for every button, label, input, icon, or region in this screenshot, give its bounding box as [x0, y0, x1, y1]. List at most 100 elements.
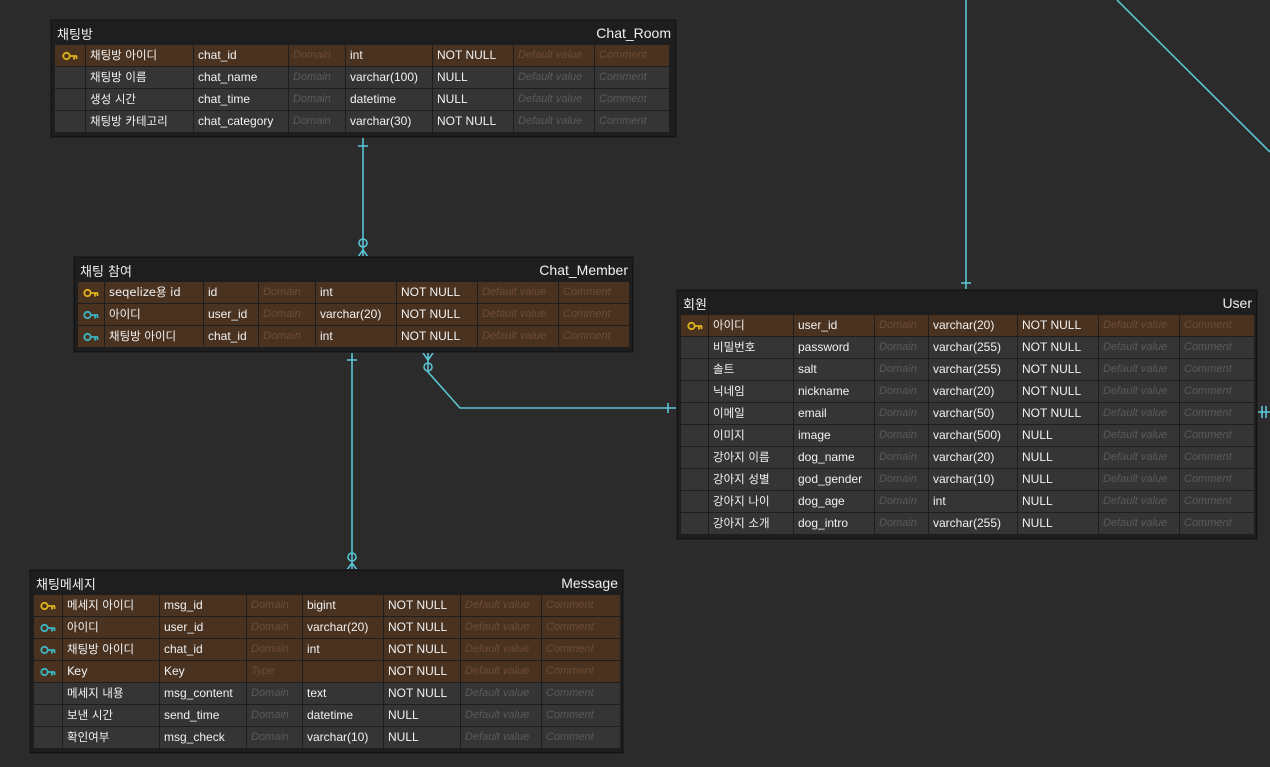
column-comment[interactable]: Comment — [595, 45, 669, 66]
column-physical-name[interactable]: dog_age — [794, 491, 874, 512]
column-domain[interactable]: Domain — [875, 513, 928, 534]
column-physical-name[interactable]: msg_id — [160, 595, 246, 616]
column-physical-name[interactable]: chat_name — [194, 67, 288, 88]
column-default-value[interactable]: Default value — [1099, 425, 1179, 446]
column-logical-name[interactable]: 아이디 — [105, 304, 203, 325]
column-default-value[interactable]: Default value — [1099, 447, 1179, 468]
column-comment[interactable]: Comment — [542, 727, 620, 748]
relation-user-top[interactable] — [961, 0, 971, 290]
column-physical-name[interactable]: dog_name — [794, 447, 874, 468]
column-default-value[interactable]: Default value — [461, 595, 541, 616]
column-comment[interactable]: Comment — [1180, 513, 1254, 534]
column-type[interactable]: varchar(20) — [316, 304, 396, 325]
column-type[interactable]: varchar(20) — [929, 447, 1017, 468]
column-type[interactable]: varchar(10) — [303, 727, 383, 748]
column-logical-name[interactable]: 이미지 — [709, 425, 793, 446]
column-nullability[interactable]: NOT NULL — [1018, 359, 1098, 380]
column-physical-name[interactable]: god_gender — [794, 469, 874, 490]
column-nullability[interactable]: NOT NULL — [433, 45, 513, 66]
column-physical-name[interactable]: password — [794, 337, 874, 358]
column-physical-name[interactable]: id — [204, 282, 258, 303]
column-physical-name[interactable]: email — [794, 403, 874, 424]
column-nullability[interactable]: NOT NULL — [384, 595, 460, 616]
column-domain[interactable]: Domain — [875, 359, 928, 380]
column-nullability[interactable]: NULL — [384, 727, 460, 748]
column-default-value[interactable]: Default value — [461, 639, 541, 660]
column-comment[interactable]: Comment — [1180, 491, 1254, 512]
column-domain[interactable]: Domain — [875, 337, 928, 358]
column-type[interactable]: varchar(255) — [929, 359, 1017, 380]
column-domain[interactable]: Domain — [247, 639, 302, 660]
column-type[interactable]: varchar(255) — [929, 337, 1017, 358]
column-type[interactable]: varchar(20) — [929, 315, 1017, 336]
column-default-value[interactable]: Default value — [1099, 403, 1179, 424]
column-physical-name[interactable]: user_id — [204, 304, 258, 325]
column-physical-name[interactable]: chat_time — [194, 89, 288, 110]
column-logical-name[interactable]: 솔트 — [709, 359, 793, 380]
column-type[interactable]: varchar(20) — [303, 617, 383, 638]
column-default-value[interactable]: Default value — [514, 111, 594, 132]
column-domain[interactable]: Domain — [875, 381, 928, 402]
relation-chatmember-user[interactable] — [422, 352, 676, 413]
column-comment[interactable]: Comment — [1180, 359, 1254, 380]
column-nullability[interactable]: NOT NULL — [1018, 337, 1098, 358]
column-nullability[interactable]: NULL — [433, 89, 513, 110]
column-logical-name[interactable]: 채팅방 이름 — [86, 67, 193, 88]
column-default-value[interactable]: Default value — [1099, 491, 1179, 512]
column-default-value[interactable]: Default value — [1099, 513, 1179, 534]
column-nullability[interactable]: NOT NULL — [1018, 315, 1098, 336]
column-domain[interactable]: Domain — [247, 617, 302, 638]
column-default-value[interactable]: Default value — [1099, 359, 1179, 380]
column-logical-name[interactable]: 강아지 성별 — [709, 469, 793, 490]
column-logical-name[interactable]: 비밀번호 — [709, 337, 793, 358]
relation-user-right[interactable] — [1256, 406, 1270, 418]
column-logical-name[interactable]: 아이디 — [709, 315, 793, 336]
column-default-value[interactable]: Default value — [1099, 381, 1179, 402]
column-physical-name[interactable]: chat_id — [204, 326, 258, 347]
column-domain[interactable]: Domain — [875, 403, 928, 424]
column-default-value[interactable]: Default value — [478, 282, 558, 303]
column-logical-name[interactable]: 채팅방 아이디 — [105, 326, 203, 347]
column-type[interactable]: int — [316, 282, 396, 303]
column-nullability[interactable]: NULL — [433, 67, 513, 88]
column-physical-name[interactable]: user_id — [794, 315, 874, 336]
column-comment[interactable]: Comment — [559, 304, 629, 325]
column-type[interactable]: varchar(50) — [929, 403, 1017, 424]
column-physical-name[interactable]: user_id — [160, 617, 246, 638]
column-nullability[interactable]: NULL — [1018, 491, 1098, 512]
column-domain[interactable]: Domain — [289, 45, 345, 66]
column-type[interactable]: int — [303, 639, 383, 660]
column-logical-name[interactable]: Key — [63, 661, 159, 682]
column-default-value[interactable]: Default value — [461, 705, 541, 726]
column-nullability[interactable]: NULL — [384, 705, 460, 726]
column-comment[interactable]: Comment — [1180, 381, 1254, 402]
column-domain[interactable]: Domain — [247, 683, 302, 704]
column-domain[interactable]: Domain — [247, 727, 302, 748]
column-default-value[interactable]: Default value — [1099, 337, 1179, 358]
column-nullability[interactable]: NOT NULL — [384, 661, 460, 682]
column-nullability[interactable]: NULL — [1018, 447, 1098, 468]
column-type[interactable]: text — [303, 683, 383, 704]
column-logical-name[interactable]: 메세지 아이디 — [63, 595, 159, 616]
column-physical-name[interactable]: nickname — [794, 381, 874, 402]
column-nullability[interactable]: NOT NULL — [397, 282, 477, 303]
column-default-value[interactable]: Default value — [461, 683, 541, 704]
column-comment[interactable]: Comment — [1180, 425, 1254, 446]
column-physical-name[interactable]: chat_category — [194, 111, 288, 132]
